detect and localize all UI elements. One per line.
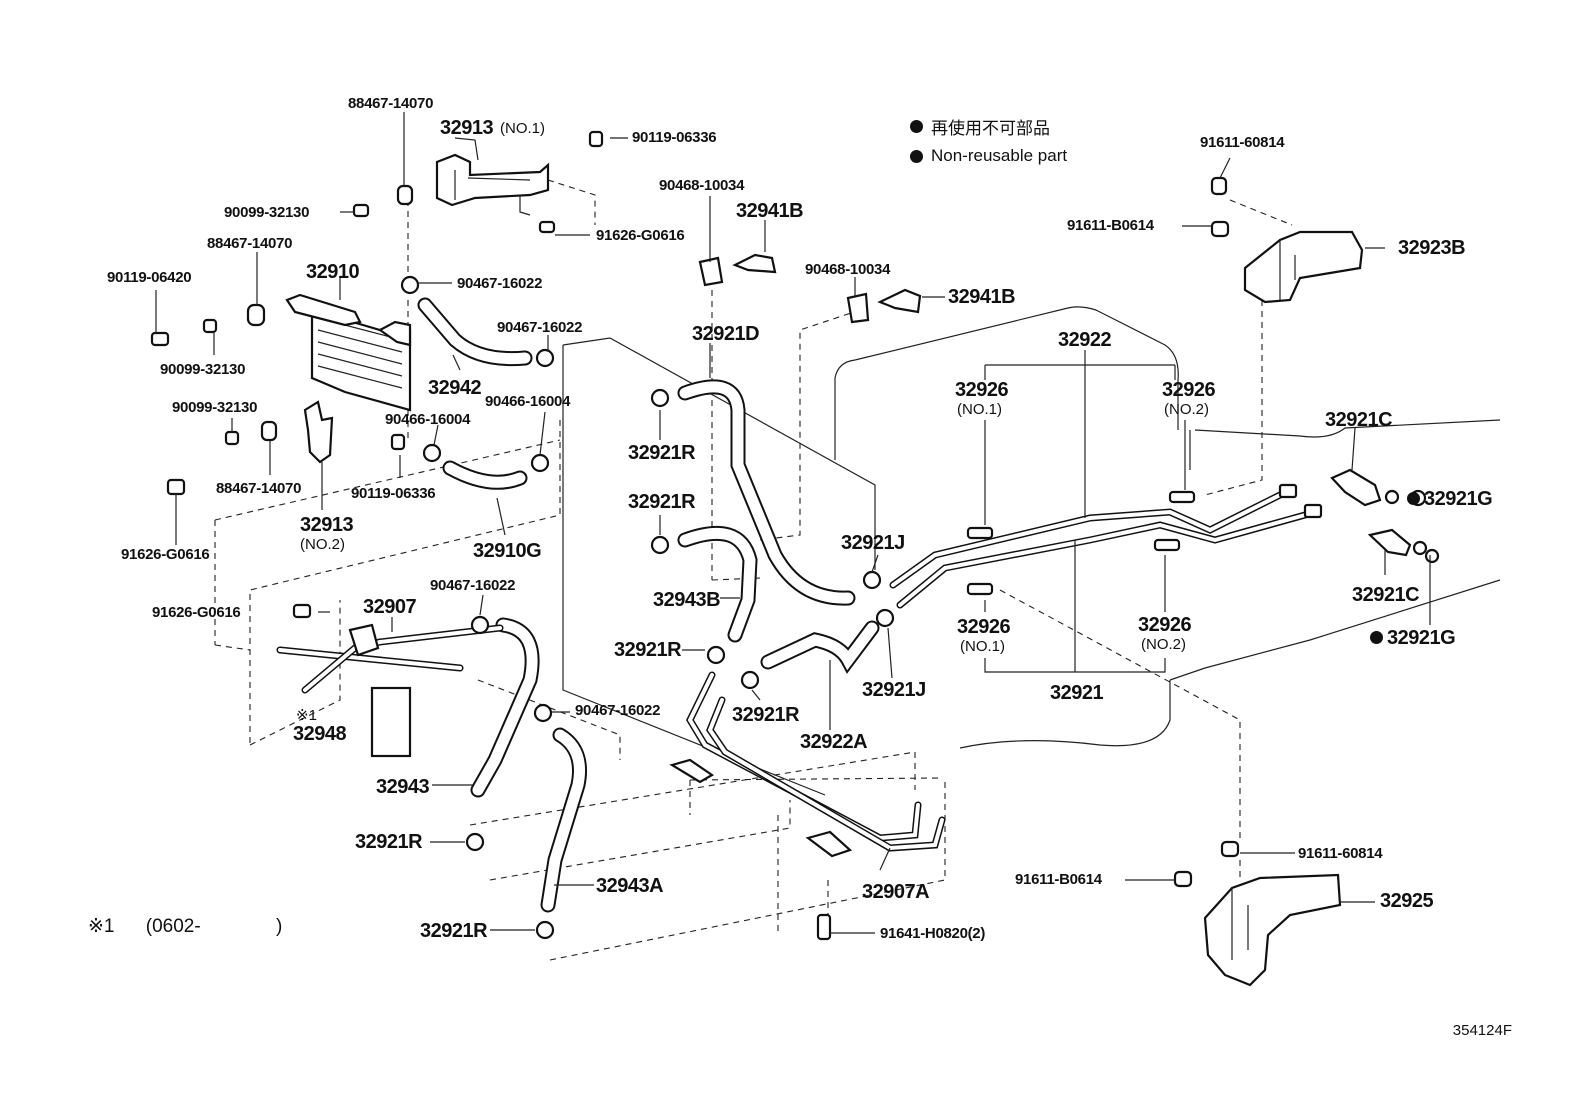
part-label[interactable]: 32948 [293,723,347,745]
part-label[interactable]: 32926 [1162,379,1216,401]
part-label[interactable]: 32907 [363,596,417,618]
part-label[interactable]: 90467-16022 [457,275,543,292]
part-label[interactable]: 32922A [800,731,868,753]
vehicle-body-outline [834,306,1501,749]
part-label[interactable]: 90099-32130 [160,361,246,378]
part-label[interactable]: 88467-14070 [216,480,302,497]
part-label[interactable]: 32921R [732,704,800,726]
part-label[interactable]: 32913 [300,514,354,536]
legend: 再使用不可部品 Non-reusable part [910,114,1067,173]
legend-en-text: Non-reusable part [931,146,1068,165]
part-label[interactable]: 90119-06336 [351,485,436,502]
part-sublabel: (NO.1) [960,638,1005,655]
diagram-code: 354124F [1452,1022,1512,1039]
part-sublabel: (NO.2) [1164,401,1209,418]
hoses [417,297,880,913]
part-label[interactable]: 32921R [355,831,423,853]
part-label[interactable]: 90467-16022 [575,702,661,719]
bracket-32925 [1203,873,1342,987]
part-label[interactable]: 90466-16004 [385,411,471,428]
fasteners [150,130,1240,941]
footnote-mark: ※1 [296,707,317,724]
part-label[interactable]: 32910G [473,540,542,562]
part-label[interactable]: 32941B [736,200,804,222]
part-label[interactable]: 91626-G0616 [121,546,210,563]
part-label[interactable]: 91626-G0616 [152,604,241,621]
part-label[interactable]: 91611-B0614 [1015,871,1102,888]
part-label[interactable]: 32921D [692,323,760,345]
part-sublabel: (NO.2) [300,536,345,553]
part-label[interactable]: 91626-G0616 [596,227,685,244]
part-label[interactable]: 32921J [862,679,926,701]
part-label[interactable]: 91611-B0614 [1067,217,1154,234]
part-label[interactable]: 32923B [1398,237,1466,259]
pipe-32907 [276,623,504,758]
bracket-32913-no1 [435,153,550,216]
non-reusable-dot-icon [910,120,923,133]
part-label[interactable]: 32926 [957,616,1011,638]
legend-row-jp: 再使用不可部品 [910,114,1067,139]
pipe-32907A [669,671,946,858]
footnote-close: ) [275,916,283,937]
footnote: ※1 (0602- ) [88,915,282,938]
part-label[interactable]: 32942 [428,377,482,399]
legend-jp-text: 再使用不可部品 [931,119,1050,138]
bracket-32913-no2 [303,400,334,464]
footnote-range: (0602- [145,916,201,937]
part-label[interactable]: 32943 [376,776,430,798]
part-sublabel: (NO.2) [1141,636,1186,653]
unions-32921C [1330,468,1440,564]
part-label[interactable]: 88467-14070 [348,95,434,112]
part-label[interactable]: 90099-32130 [224,204,310,221]
label-leaders [155,112,1431,934]
part-label[interactable]: 91641-H0820(2) [880,925,986,942]
part-label[interactable]: 32921C [1352,584,1420,606]
part-label[interactable]: 90467-16022 [430,577,516,594]
part-label[interactable]: 91611-60814 [1298,845,1383,862]
part-label[interactable]: 32921 [1050,682,1104,704]
part-label[interactable]: 32913 [440,117,494,139]
part-label[interactable]: 32943A [596,875,664,897]
part-label[interactable]: 32926 [955,379,1009,401]
bracket-32923B [1243,230,1364,304]
part-label[interactable]: 32921R [628,491,696,513]
legend-row-en: Non-reusable part [910,146,1067,166]
part-label[interactable]: 32921R [628,442,696,464]
part-label[interactable]: 32921C [1325,409,1393,431]
part-label[interactable]: 90099-32130 [172,399,258,416]
clamps [400,275,895,940]
part-label[interactable]: 32922 [1058,329,1112,351]
part-label[interactable]: 88467-14070 [207,235,293,252]
part-label[interactable]: 90467-16022 [497,319,583,336]
part-label[interactable]: 32921R [614,639,682,661]
part-label[interactable]: 32910 [306,261,360,283]
part-label[interactable]: 32921R [420,920,488,942]
part-label[interactable]: 32926 [1138,614,1192,636]
pipe-32921-32922 [889,483,1323,609]
non-reusable-dot-icon [1407,492,1420,509]
part-sublabel: (NO.1) [500,120,545,137]
part-label[interactable]: 90468-10034 [805,261,891,278]
footnote-mark: ※1 [88,916,115,937]
part-sublabel: (NO.1) [957,401,1002,418]
part-label[interactable]: 32921J [841,532,905,554]
part-label[interactable]: 32907A [862,881,930,903]
part-label[interactable]: 32941B [948,286,1016,308]
non-reusable-dot-icon [1370,631,1383,648]
non-reusable-dot-icon [910,149,923,163]
part-label[interactable]: 90468-10034 [659,177,745,194]
part-label[interactable]: 90119-06336 [632,129,717,146]
part-label[interactable]: 32925 [1380,890,1434,912]
part-label[interactable]: 32921G [1387,627,1456,649]
part-label[interactable]: 32943B [653,589,721,611]
clips [698,253,922,324]
part-label[interactable]: 32921G [1424,488,1493,510]
oil-cooler-32910 [285,293,412,412]
part-label[interactable]: 91611-60814 [1200,134,1285,151]
part-label[interactable]: 90466-16004 [485,393,571,410]
part-label[interactable]: 90119-06420 [107,269,192,286]
